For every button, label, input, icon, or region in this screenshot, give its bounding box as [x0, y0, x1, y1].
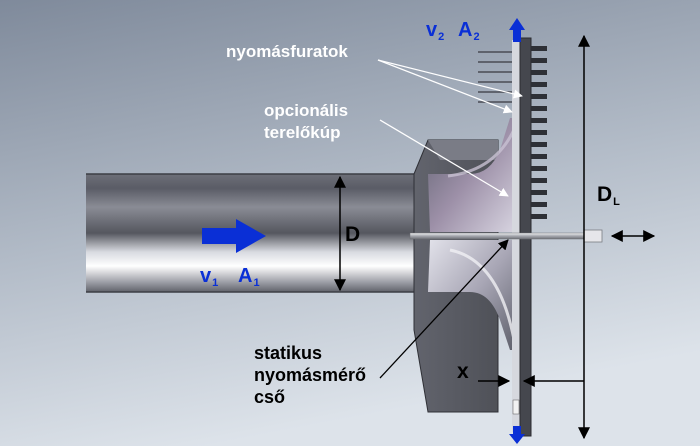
optional-cone-leader — [379, 119, 509, 197]
outlet-flow-arrow-down — [509, 426, 525, 444]
static-tube-label-line3: cső — [254, 387, 286, 407]
cone-lower — [428, 240, 518, 350]
gap-x-label: x — [457, 360, 469, 383]
inlet-velocity-label: v1 — [200, 265, 219, 289]
outlet-flow-arrow-up — [509, 18, 525, 42]
static-pressure-rod-tip — [583, 229, 603, 243]
static-tube-label-line1: statikus — [254, 343, 323, 363]
inlet-area-sub: 1 — [253, 277, 260, 289]
optional-cone-label-line1: opcionális — [264, 101, 349, 120]
outlet-velocity-sub: 2 — [438, 31, 445, 43]
inlet-flow-arrow — [202, 219, 266, 253]
inlet-velocity-symbol: v — [200, 265, 212, 287]
outlet-area-symbol: A — [458, 19, 473, 41]
outlet-area-label: A2 — [458, 19, 480, 43]
static-pressure-rod — [409, 232, 587, 240]
pressure-tap-fins-right — [531, 46, 547, 219]
inlet-area-symbol: A — [238, 265, 253, 287]
diameter-D-label: D — [345, 223, 361, 246]
diameter-DL-label: DL — [597, 183, 620, 208]
diameter-DL-sub: L — [613, 196, 620, 208]
pressure-taps-label: nyomásfuratok — [226, 42, 348, 61]
inlet-velocity-sub: 1 — [212, 277, 219, 289]
static-tube-label-line2: nyomásmérő — [254, 365, 367, 385]
pressure-taps-leader-1 — [377, 59, 513, 114]
static-tube-leader — [379, 239, 509, 379]
optional-cone-label-line2: terelőkúp — [264, 123, 341, 142]
outlet-velocity-symbol: v — [426, 19, 438, 41]
outlet-velocity-label: v2 — [426, 19, 445, 43]
outlet-area-sub: 2 — [473, 31, 480, 43]
diameter-DL-main: D — [597, 183, 613, 206]
pressure-taps-leader-2 — [377, 59, 523, 99]
inlet-area-label: A1 — [238, 265, 260, 289]
